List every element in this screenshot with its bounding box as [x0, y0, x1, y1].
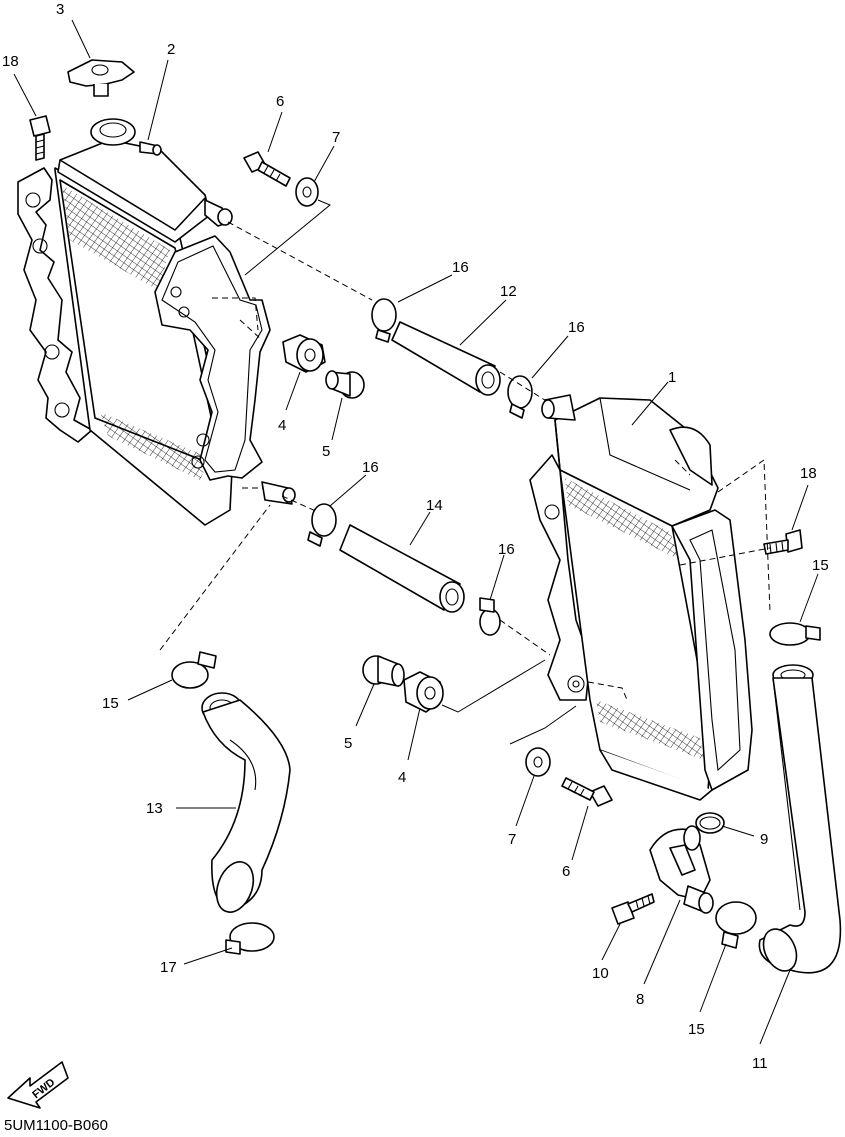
collar-5-upper [325, 370, 365, 399]
diagram-code: 5UM1100-B060 [4, 1117, 108, 1134]
washer-7-lower [509, 705, 577, 777]
callout-1: 1 [668, 369, 676, 386]
hose-13 [201, 692, 291, 913]
damper-4-upper [282, 334, 326, 373]
hose-14 [339, 524, 465, 613]
clamp-15-left [159, 504, 271, 689]
clamp-15-right [769, 622, 821, 646]
callout-11: 11 [752, 1055, 768, 1072]
damper-4-lower [403, 659, 546, 713]
callout-12: 12 [500, 283, 517, 300]
callout-15-right: 15 [812, 557, 829, 574]
callout-15-lower: 15 [688, 1021, 705, 1038]
callout-16-b: 16 [568, 319, 585, 336]
right-radiator [529, 394, 753, 801]
callout-7-upper: 7 [332, 129, 340, 146]
leader-lines [13, 19, 819, 1045]
callout-2: 2 [167, 41, 175, 58]
clamp-16-b [507, 375, 533, 419]
callout-18-right: 18 [800, 465, 817, 482]
callout-8: 8 [636, 991, 644, 1008]
hose-11 [758, 664, 842, 974]
bolt-6-lower [561, 777, 613, 807]
bolt-6-upper [243, 151, 291, 187]
callout-6-lower: 6 [562, 863, 570, 880]
bolt-18-right [763, 529, 803, 555]
callout-18-left: 18 [2, 53, 19, 70]
bolt-18-left [29, 115, 51, 161]
collar-5-lower [362, 655, 405, 687]
callout-5-lower: 5 [344, 735, 352, 752]
o-ring-9 [695, 812, 725, 834]
callout-10: 10 [592, 965, 609, 982]
callout-7-lower: 7 [508, 831, 516, 848]
callout-labels: 3 2 18 6 7 16 12 16 1 4 5 16 14 16 18 15… [2, 1, 829, 1072]
bolt-10 [611, 893, 655, 925]
callout-15-left: 15 [102, 695, 119, 712]
hose-12 [391, 321, 501, 396]
fwd-arrow-icon: FWD [7, 1061, 69, 1109]
callout-3: 3 [56, 1, 64, 18]
callout-4-upper: 4 [278, 417, 286, 434]
callout-4-lower: 4 [398, 769, 406, 786]
clamp-16-d [479, 597, 501, 636]
callout-5-upper: 5 [322, 443, 330, 460]
clamp-16-a [371, 298, 397, 343]
washer-7-upper [244, 177, 331, 276]
callout-6-upper: 6 [276, 93, 284, 110]
callout-16-c: 16 [362, 459, 379, 476]
clamp-17 [225, 922, 275, 955]
callout-17: 17 [160, 959, 177, 976]
left-radiator [17, 118, 296, 526]
radiator-cap [67, 59, 135, 97]
callout-16-a: 16 [452, 259, 469, 276]
callout-9: 9 [760, 831, 768, 848]
clamp-15-lower [715, 901, 757, 949]
fitting-8 [649, 825, 714, 914]
callout-13: 13 [146, 800, 163, 817]
clamp-16-c [307, 503, 337, 547]
callout-16-d: 16 [498, 541, 515, 558]
callout-14: 14 [426, 497, 443, 514]
